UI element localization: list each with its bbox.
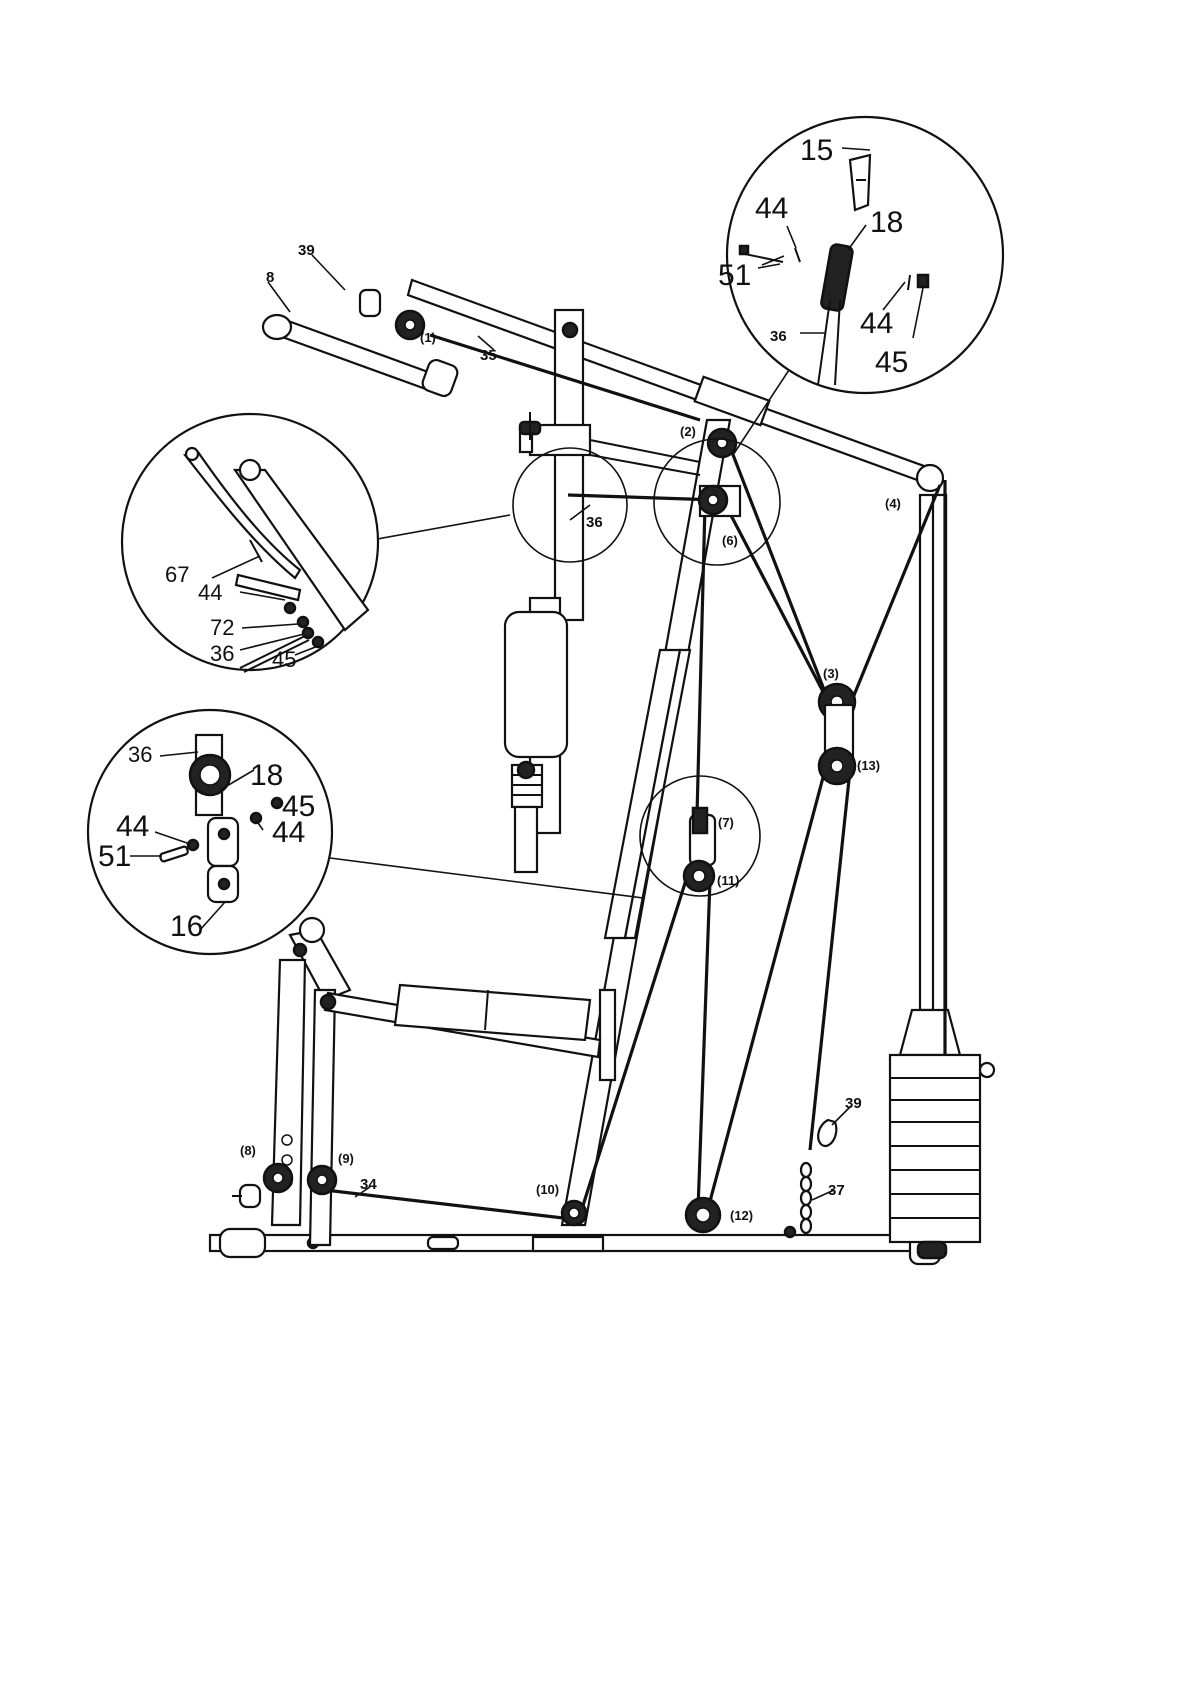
detail-lu-label-44: 44 [198,580,222,605]
pulley-label-12: (12) [730,1208,753,1223]
weight-stack [890,495,994,1258]
leg-curl-post [505,310,700,872]
detail-tr-label-51: 51 [718,259,751,292]
detail-circle-left-lower: 36 18 45 44 44 51 16 [88,710,332,954]
pulley-label-2: (2) [680,424,696,439]
callout-35: 35 [480,347,497,364]
pulley-label-3: (3) [823,666,839,681]
detail-lu-label-45: 45 [272,647,296,672]
callout-36-mid: 36 [586,514,603,531]
detail-circle-top-right: 15 44 18 51 36 44 45 [718,117,1003,393]
detail-tr-label-15: 15 [800,134,833,167]
detail-ll-label-16: 16 [170,910,203,943]
callout-39-top: 39 [298,242,315,259]
pulley-label-7: (7) [718,815,734,830]
pulley-label-6: (6) [722,533,738,548]
detail-ll-label-44a: 44 [116,810,149,843]
detail-tr-label-45: 45 [875,346,908,379]
pulley-label-1: (1) [420,330,436,345]
detail-tr-label-44a: 44 [755,192,788,225]
detail-circle-left-upper: 67 44 72 36 45 [122,414,378,672]
callout-37: 37 [828,1182,845,1199]
detail-tr-label-36: 36 [770,328,787,345]
detail-lu-label-36: 36 [210,641,234,666]
detail-lu-label-67: 67 [165,562,189,587]
detail-tr-label-18: 18 [870,206,903,239]
callout-34: 34 [360,1176,377,1193]
pulley-label-10: (10) [536,1182,559,1197]
detail-ll-label-36: 36 [128,742,152,767]
pulley-label-11: (11) [717,873,739,888]
detail-lu-label-72: 72 [210,615,234,640]
callout-8: 8 [266,269,274,286]
chain-and-hook [801,1120,836,1233]
detail-ll-label-44b: 44 [272,816,305,849]
detail-ll-label-18: 18 [250,759,283,792]
detail-tr-label-44b: 44 [860,307,893,340]
pulley-label-4: (4) [885,496,901,511]
detail-ll-label-51: 51 [98,840,131,873]
pulley-label-13: (13) [857,758,880,773]
pulley-label-8: (8) [240,1143,256,1158]
pulley-label-9: (9) [338,1151,354,1166]
callout-39-bottom: 39 [845,1095,862,1112]
